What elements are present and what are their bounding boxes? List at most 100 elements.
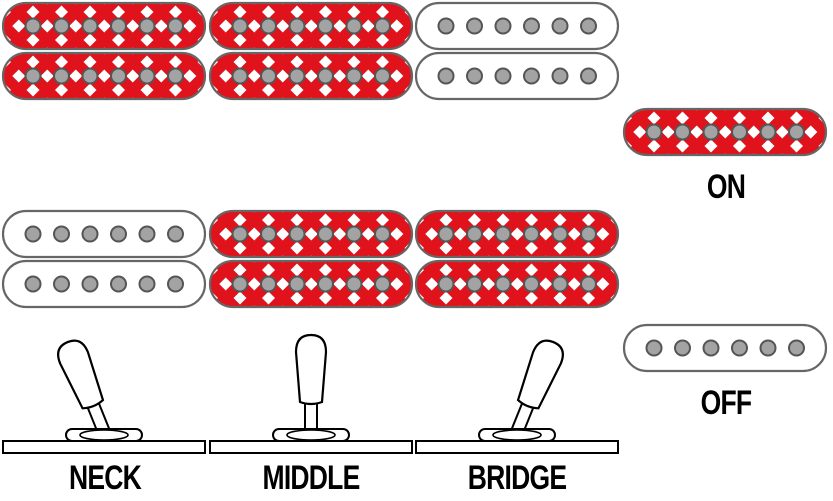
pole-piece — [53, 67, 70, 85]
legend-off-label: OFF — [700, 384, 752, 422]
pole-piece — [167, 17, 184, 35]
pole-piece — [317, 225, 334, 243]
humbucker-1-bridge-coil-2-off — [414, 51, 620, 101]
pole-piece — [580, 275, 597, 293]
pole-piece — [81, 275, 99, 293]
pole-piece — [759, 123, 777, 141]
pole-piece — [167, 67, 184, 85]
pole-piece — [523, 67, 540, 85]
pole-piece — [345, 225, 363, 243]
mounting-plate — [209, 440, 413, 454]
pole-piece — [731, 339, 748, 357]
pole-piece — [523, 17, 540, 35]
pole-piece — [138, 225, 156, 243]
pole-piece — [731, 123, 748, 141]
pole-piece — [645, 123, 663, 141]
pole-piece — [494, 225, 512, 243]
pole-piece — [260, 17, 277, 35]
pole-piece — [81, 225, 99, 243]
humbucker-2-middle-coil-2-on — [208, 259, 414, 309]
pole-piece — [466, 67, 483, 85]
pole-piece — [288, 67, 306, 85]
pole-piece — [788, 339, 805, 357]
pole-piece — [580, 67, 597, 85]
pole-piece — [551, 275, 569, 293]
pole-piece — [437, 67, 455, 85]
humbucker-2-bridge-coil-1-on — [414, 209, 620, 259]
pole-piece — [551, 67, 569, 85]
pole-piece — [24, 275, 42, 293]
pole-piece — [523, 275, 540, 293]
pole-piece — [24, 67, 42, 85]
pole-piece — [110, 275, 127, 293]
pole-piece — [81, 67, 99, 85]
pole-piece — [53, 275, 70, 293]
switch-label-middle: MIDDLE — [262, 459, 361, 497]
legend-off-coil — [622, 323, 828, 373]
pole-piece — [437, 275, 455, 293]
pole-piece — [260, 67, 277, 85]
toggle-lever — [510, 339, 564, 436]
pole-piece — [53, 17, 70, 35]
pole-piece — [24, 225, 42, 243]
pole-piece — [317, 275, 334, 293]
pole-piece — [702, 339, 720, 357]
humbucker-1-neck-coil-2-on — [1, 51, 207, 101]
toggle-switch-middle — [209, 333, 413, 454]
pole-piece — [466, 17, 483, 35]
pole-piece — [167, 275, 184, 293]
pole-piece — [374, 17, 391, 35]
pole-piece — [551, 225, 569, 243]
humbucker-2-middle-coil-1-on — [208, 209, 414, 259]
pole-piece — [580, 17, 597, 35]
pole-piece — [231, 225, 249, 243]
pole-piece — [759, 339, 777, 357]
pole-piece — [374, 275, 391, 293]
pole-piece — [288, 275, 306, 293]
pole-piece — [260, 275, 277, 293]
pole-piece — [81, 17, 99, 35]
pole-piece — [288, 225, 306, 243]
pole-piece — [645, 339, 663, 357]
pole-piece — [523, 225, 540, 243]
pole-piece — [437, 17, 455, 35]
pole-piece — [110, 225, 127, 243]
toggle-switch-neck — [2, 339, 206, 454]
pole-piece — [466, 275, 483, 293]
pole-piece — [466, 225, 483, 243]
switch-label-neck: NECK — [68, 459, 142, 497]
pole-piece — [345, 275, 363, 293]
pole-piece — [288, 17, 306, 35]
pole-piece — [437, 225, 455, 243]
pole-piece — [110, 17, 127, 35]
pole-piece — [374, 225, 391, 243]
humbucker-1-middle-coil-2-on — [208, 51, 414, 101]
pole-piece — [674, 339, 691, 357]
switch-label-bridge: BRIDGE — [467, 459, 567, 497]
humbucker-2-bridge-coil-2-on — [414, 259, 620, 309]
pole-piece — [317, 17, 334, 35]
pole-piece — [110, 67, 127, 85]
pole-piece — [494, 275, 512, 293]
humbucker-1-middle-coil-1-on — [208, 1, 414, 51]
humbucker-2-neck-coil-2-off — [1, 259, 207, 309]
pole-piece — [374, 67, 391, 85]
toggle-switch-bridge — [415, 339, 619, 454]
pole-piece — [702, 123, 720, 141]
pole-piece — [551, 17, 569, 35]
pole-piece — [260, 225, 277, 243]
toggle-lever — [294, 333, 328, 433]
pole-piece — [674, 123, 691, 141]
humbucker-2-neck-coil-1-off — [1, 209, 207, 259]
mounting-plate — [415, 440, 619, 454]
pole-piece — [231, 17, 249, 35]
pole-piece — [494, 67, 512, 85]
pole-piece — [138, 67, 156, 85]
pole-piece — [231, 275, 249, 293]
pole-piece — [345, 67, 363, 85]
legend-on-coil — [622, 107, 828, 157]
pole-piece — [138, 17, 156, 35]
pole-piece — [231, 67, 249, 85]
pole-piece — [317, 67, 334, 85]
